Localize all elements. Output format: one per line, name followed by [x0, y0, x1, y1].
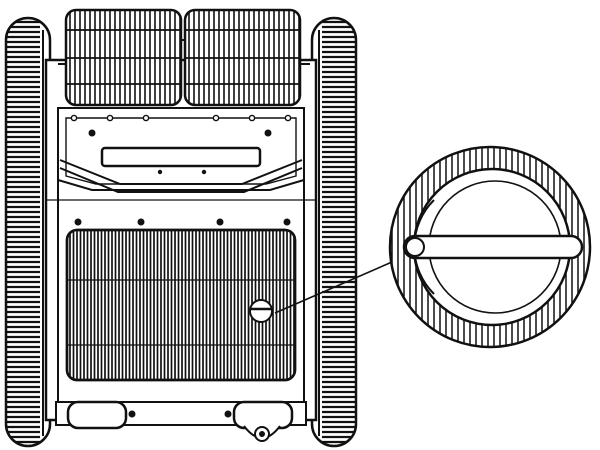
callout-leader-line: [274, 261, 393, 314]
screw-small: [142, 114, 150, 122]
screw: [137, 218, 145, 226]
screw-small: [248, 114, 256, 122]
screw: [216, 218, 224, 226]
filter-grille: [65, 228, 297, 382]
right-track-treads: [322, 20, 356, 444]
screw-small: [212, 114, 220, 122]
screws: [70, 114, 292, 226]
screw: [88, 129, 96, 137]
knob-handle-bar: [402, 234, 584, 260]
screw-small: [106, 114, 114, 122]
screw: [74, 218, 82, 226]
screw: [264, 129, 272, 137]
right-track: [310, 16, 358, 448]
handle-slot: [100, 146, 262, 168]
left-track-treads: [6, 20, 40, 444]
screw: [283, 218, 291, 226]
screw-small: [284, 114, 292, 122]
bottom-bumper: [55, 400, 307, 442]
detail-callout: [388, 145, 592, 349]
access-knob: [249, 299, 273, 323]
brush-roller-left: [64, 8, 183, 107]
screw-small: [70, 114, 78, 122]
left-track: [4, 16, 52, 448]
brush-roller-right: [183, 8, 302, 107]
